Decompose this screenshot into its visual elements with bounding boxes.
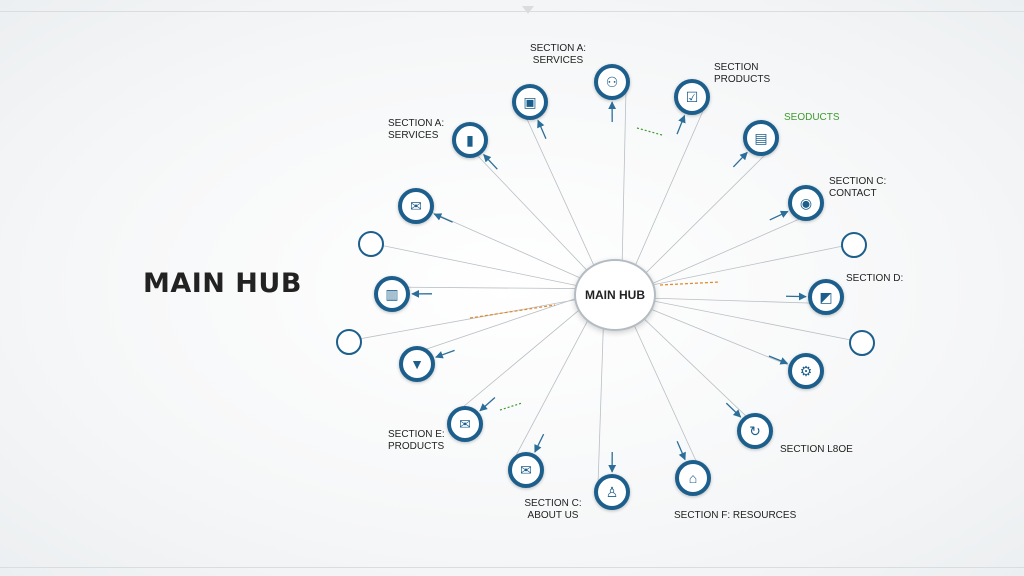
secondary-connector-line	[621, 209, 821, 298]
section-label: SECTION A: SERVICES	[388, 118, 445, 141]
chart-icon: ◩	[819, 289, 833, 305]
section-label: SECTION F: RESOURCES	[674, 510, 797, 521]
section-node[interactable]: ↻	[737, 413, 773, 449]
green-accent-dash	[499, 402, 523, 411]
section-node[interactable]: ⌂	[675, 460, 711, 496]
connector-line	[676, 114, 686, 135]
browser-icon: ▥	[385, 286, 399, 302]
ring-connector-line	[369, 242, 614, 294]
connector-line	[534, 433, 545, 453]
green-accent-dash	[636, 127, 663, 136]
section-label: SECTION E: PRODUCTS	[388, 429, 445, 452]
connector-line	[537, 119, 547, 139]
folder-icon: ▤	[754, 130, 768, 146]
section-label: SECTION C: ABOUT US	[524, 498, 582, 521]
section-node[interactable]: ◉	[788, 185, 824, 221]
secondary-connector-line	[455, 132, 605, 290]
connector-line	[676, 441, 686, 461]
secondary-connector-line	[377, 286, 605, 290]
secondary-connector-line	[621, 297, 708, 486]
section-label: SECTION PRODUCTS	[714, 62, 771, 85]
main-hub-node[interactable]: MAIN HUB	[574, 259, 656, 331]
home-icon: ⌂	[688, 470, 698, 486]
connector-line	[483, 154, 498, 170]
section-node[interactable]: ▣	[512, 84, 548, 120]
secondary-connector-line	[621, 296, 821, 379]
section-node[interactable]: ⚇	[594, 64, 630, 100]
section-label: SECTION L8OE	[780, 444, 853, 455]
main-hub-label: MAIN HUB	[585, 288, 645, 302]
empty-ring-node[interactable]	[358, 231, 384, 257]
camera-icon: ◉	[799, 195, 813, 211]
orange-accent-dash	[469, 304, 556, 319]
section-node[interactable]: ✉	[447, 406, 483, 442]
section-label: SECTION A: SERVICES	[529, 43, 587, 66]
secondary-connector-line	[402, 288, 605, 358]
bottom-border	[0, 567, 1024, 568]
user-icon: ♙	[605, 484, 619, 500]
section-node[interactable]: ☑	[674, 79, 710, 115]
page-title: MAIN HUB	[143, 268, 302, 299]
section-node[interactable]: ✉	[508, 452, 544, 488]
connector-line	[433, 213, 453, 223]
top-border	[0, 11, 1024, 12]
mail-icon: ✉	[410, 198, 422, 214]
empty-ring-node[interactable]	[849, 330, 875, 356]
section-node[interactable]: ⚙	[788, 353, 824, 389]
section-node[interactable]: ♙	[594, 474, 630, 510]
connector-line	[732, 151, 748, 168]
section-node[interactable]: ◩	[808, 279, 844, 315]
connector-line	[725, 402, 742, 418]
secondary-connector-line	[515, 94, 605, 289]
connector-line	[435, 349, 455, 359]
secondary-connector-line	[621, 296, 841, 305]
gear-icon: ⚙	[799, 363, 813, 379]
lock-icon: ▼	[410, 356, 424, 372]
clipboard-check-icon: ☑	[685, 89, 699, 105]
connector-line	[768, 355, 789, 365]
connector-line	[479, 397, 496, 412]
image-icon: ▣	[523, 94, 537, 110]
battery-icon: ▮	[466, 132, 474, 148]
section-label: SECTION D:	[846, 273, 904, 284]
section-node[interactable]: ▼	[399, 346, 435, 382]
empty-ring-node[interactable]	[336, 329, 362, 355]
section-node[interactable]: ▮	[452, 122, 488, 158]
top-notch	[522, 6, 534, 14]
people-icon: ⚇	[605, 74, 619, 90]
section-node[interactable]: ▤	[743, 120, 779, 156]
section-label: SEODUCTS	[784, 112, 840, 123]
section-node[interactable]: ✉	[398, 188, 434, 224]
connector-line	[769, 210, 789, 221]
mail-icon: ✉	[520, 462, 532, 478]
secondary-connector-line	[621, 296, 770, 439]
orange-accent-dash	[659, 281, 721, 286]
section-label: SECTION C: CONTACT	[829, 176, 887, 199]
refresh-icon: ↻	[749, 423, 761, 439]
section-node[interactable]: ▥	[374, 276, 410, 312]
mail-icon: ✉	[459, 416, 471, 432]
empty-ring-node[interactable]	[841, 232, 867, 258]
